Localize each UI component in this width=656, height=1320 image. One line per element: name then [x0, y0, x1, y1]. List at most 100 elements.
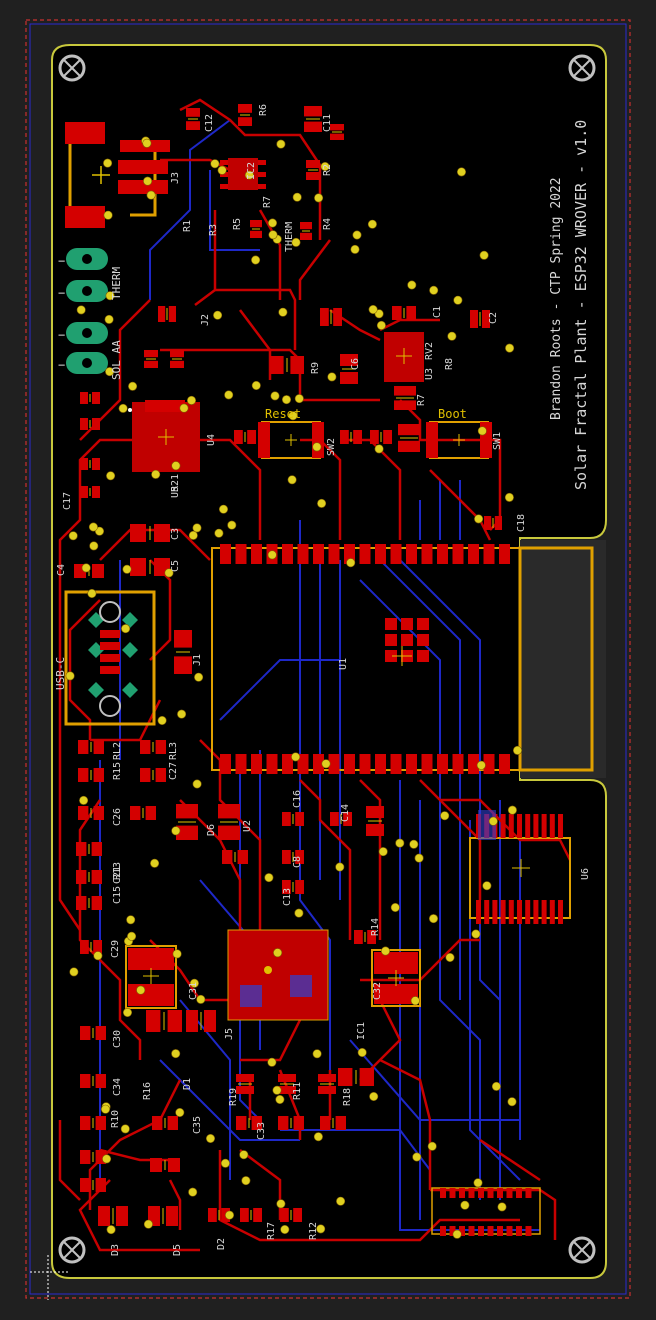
smd-footprint[interactable] [484, 516, 502, 530]
smd-footprint[interactable] [130, 806, 156, 820]
smd-footprint[interactable] [144, 350, 158, 368]
smd-footprint[interactable] [80, 486, 100, 498]
smd-footprint[interactable] [222, 850, 248, 864]
smd-footprint[interactable] [186, 1010, 216, 1032]
via [380, 946, 390, 956]
smd-footprint[interactable] [270, 356, 304, 374]
usb-connector-J5[interactable] [469, 810, 571, 924]
smd-footprint[interactable] [78, 806, 104, 820]
smd-footprint[interactable] [176, 804, 198, 840]
esp-pin-pad [359, 544, 371, 564]
smd-footprint[interactable] [78, 740, 104, 754]
smd-footprint[interactable] [186, 108, 200, 130]
smd-footprint[interactable] [330, 124, 344, 140]
smd-footprint[interactable] [80, 1178, 106, 1192]
smd-footprint[interactable] [130, 558, 170, 576]
smd-footprint[interactable] [338, 1068, 374, 1086]
via [206, 1134, 216, 1144]
smd-footprint[interactable] [470, 310, 490, 328]
smd-footprint[interactable] [300, 222, 312, 240]
via [95, 526, 105, 536]
designator-c26: C26 [112, 808, 123, 826]
regulator-U2[interactable] [384, 332, 424, 382]
barrel-jack-J3[interactable] [65, 122, 170, 228]
smd-footprint[interactable] [240, 1208, 262, 1222]
smd-footprint[interactable] [80, 1074, 106, 1088]
smd-footprint[interactable] [320, 308, 342, 326]
via [126, 915, 136, 925]
smd-footprint[interactable] [280, 1208, 302, 1222]
esp-pin-pad [452, 754, 464, 774]
j2-pin-pad [497, 1188, 503, 1198]
passive-components[interactable] [74, 104, 502, 1226]
smd-footprint[interactable] [76, 896, 102, 910]
smd-footprint[interactable] [398, 424, 420, 452]
smd-footprint[interactable] [140, 740, 166, 754]
smd-footprint[interactable] [278, 1074, 296, 1094]
smd-footprint[interactable] [76, 870, 102, 884]
smd-footprint[interactable] [218, 804, 240, 840]
designator-c4: C4 [56, 564, 67, 576]
keepout-outline [25, 19, 631, 1299]
smd-footprint[interactable] [278, 1116, 304, 1130]
smd-footprint[interactable] [236, 1074, 254, 1094]
smd-footprint[interactable] [282, 880, 304, 894]
via [104, 314, 114, 324]
smd-footprint[interactable] [152, 1116, 178, 1130]
smd-footprint[interactable] [330, 812, 352, 826]
via [227, 520, 237, 530]
via [87, 588, 97, 598]
smd-footprint[interactable] [140, 768, 166, 782]
j2-pin-pad [487, 1188, 494, 1198]
smd-footprint[interactable] [80, 1116, 106, 1130]
designator-c16: C16 [292, 790, 303, 808]
smd-footprint[interactable] [392, 306, 416, 320]
smd-footprint[interactable] [354, 930, 376, 944]
smd-footprint[interactable] [370, 430, 392, 444]
smd-footprint[interactable] [98, 1206, 128, 1226]
via [213, 310, 223, 320]
smd-footprint[interactable] [146, 1010, 182, 1032]
smd-footprint[interactable] [318, 1074, 336, 1094]
smd-footprint[interactable] [174, 630, 192, 674]
ic-IC2[interactable] [220, 158, 266, 190]
smd-footprint[interactable] [250, 220, 262, 238]
smd-footprint[interactable] [130, 524, 170, 542]
via [171, 826, 181, 836]
smd-footprint[interactable] [340, 430, 362, 444]
smd-footprint[interactable] [80, 392, 100, 404]
smd-footprint[interactable] [320, 1116, 346, 1130]
smd-footprint[interactable] [234, 430, 256, 444]
smd-footprint[interactable] [282, 812, 304, 826]
smd-footprint[interactable] [394, 386, 416, 410]
smd-footprint[interactable] [238, 104, 252, 126]
smd-footprint[interactable] [158, 306, 176, 322]
designator-r15: R15 [112, 762, 123, 780]
smd-footprint[interactable] [78, 768, 104, 782]
smd-footprint[interactable] [282, 850, 304, 864]
smd-footprint[interactable] [80, 1026, 106, 1040]
smd-footprint[interactable] [366, 806, 384, 836]
connector-pads[interactable]: − − − − [58, 248, 108, 374]
smd-footprint[interactable] [80, 940, 102, 954]
smd-footprint[interactable] [76, 842, 102, 856]
smd-footprint[interactable] [236, 1116, 262, 1130]
mcu-IC1[interactable] [227, 929, 329, 1021]
sd-card-connector-J2[interactable] [431, 1187, 541, 1236]
via [264, 873, 274, 883]
regulator-U4[interactable] [128, 400, 200, 472]
smd-footprint[interactable] [80, 418, 100, 430]
smd-footprint[interactable] [306, 160, 320, 180]
capacitor-C32[interactable] [371, 949, 421, 1007]
smd-footprint[interactable] [80, 1150, 106, 1164]
smd-footprint[interactable] [304, 106, 322, 132]
via [188, 530, 198, 540]
esp32-module-U1[interactable] [211, 544, 594, 774]
smd-footprint[interactable] [80, 458, 100, 470]
smd-footprint[interactable] [170, 350, 184, 368]
usb-c-connector-J1[interactable] [64, 590, 156, 726]
smd-footprint[interactable] [340, 354, 358, 384]
smd-footprint[interactable] [150, 1158, 180, 1172]
